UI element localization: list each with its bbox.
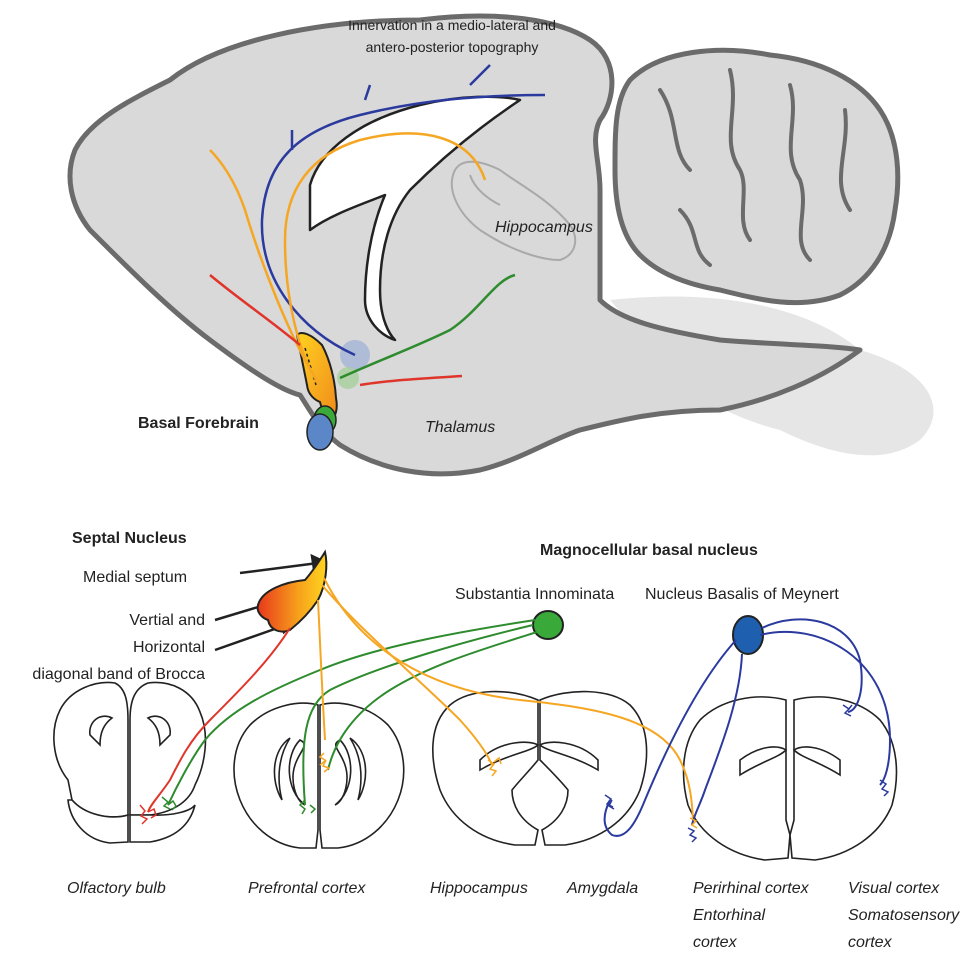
diagonal-band-label-2: Horizontal <box>133 639 205 656</box>
pathway-diagram: Septal Nucleus Medial septum Vertial and… <box>32 530 960 951</box>
substantia-innominata-nucleus <box>533 611 563 639</box>
olfactory-bulb-label: Olfactory bulb <box>67 880 166 897</box>
substantia-innominata-label: Substantia Innominata <box>455 586 614 603</box>
nucleus-basalis-label: Nucleus Basalis of Meynert <box>645 586 839 603</box>
perirhinal-visual-section <box>684 697 897 860</box>
diagonal-band-label-3: diagonal band of Brocca <box>32 666 205 683</box>
hippocampus-label-sagittal: Hippocampus <box>495 219 593 236</box>
diagonal-band-label-1: Vertial and <box>129 612 205 629</box>
visual-cortex-label-3: cortex <box>848 934 893 951</box>
septal-nucleus-shape <box>258 552 327 632</box>
prefrontal-cortex-label: Prefrontal cortex <box>248 880 366 897</box>
amygdala-label: Amygdala <box>566 880 638 897</box>
thalamus-label: Thalamus <box>425 419 495 436</box>
nucleus-basalis-meynert <box>733 616 763 654</box>
medial-septum-label: Medial septum <box>83 569 187 586</box>
perirhinal-label-2: Entorhinal <box>693 907 765 924</box>
basal-forebrain-label: Basal Forebrain <box>138 415 259 432</box>
septal-nucleus-title: Septal Nucleus <box>72 530 187 547</box>
perirhinal-label-1: Perirhinal cortex <box>693 880 810 897</box>
innervation-label-1: Innervation in a medio-lateral and <box>348 17 556 33</box>
visual-cortex-label-1: Visual cortex <box>848 880 940 897</box>
olfactory-bulb-section <box>54 682 206 843</box>
visual-cortex-label-2: Somatosensory <box>848 907 960 924</box>
perirhinal-label-3: cortex <box>693 934 738 951</box>
sagittal-brain-section: Innervation in a medio-lateral and anter… <box>70 16 934 474</box>
prefrontal-cortex-section <box>234 703 404 848</box>
hippocampus-label-coronal: Hippocampus <box>430 880 528 897</box>
nucleus-blue-sagittal <box>307 414 333 450</box>
cerebellum <box>615 50 898 302</box>
innervation-label-2: antero-posterior topography <box>366 39 539 55</box>
magnocellular-title: Magnocellular basal nucleus <box>540 542 758 559</box>
